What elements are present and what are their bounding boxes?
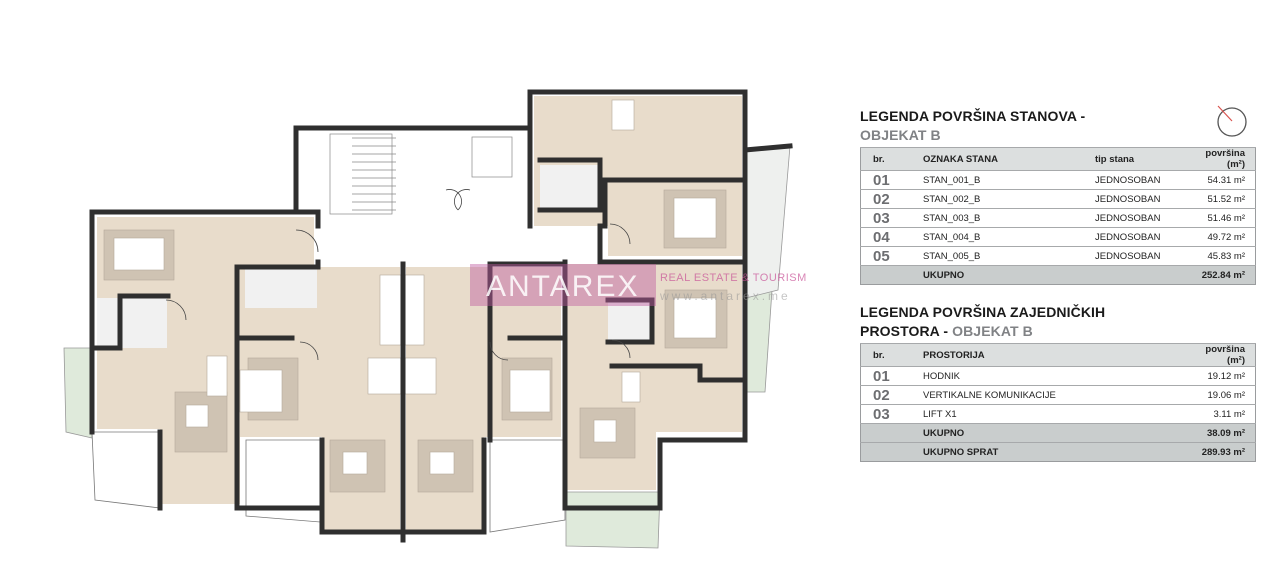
row-name: STAN_001_B bbox=[923, 170, 1095, 190]
row-name: STAN_005_B bbox=[923, 246, 1095, 266]
doors bbox=[165, 189, 631, 361]
row-area: 51.52 m² bbox=[1195, 189, 1256, 209]
floor-total-area: 289.93 m² bbox=[1195, 442, 1256, 462]
header-no: br. bbox=[860, 147, 923, 171]
apartments-legend-subtitle: OBJEKAT B bbox=[860, 127, 941, 143]
header-type: tip stana bbox=[1095, 147, 1195, 171]
watermark-box bbox=[470, 264, 656, 306]
common-legend-title: LEGENDA POVRŠINA ZAJEDNIČKIH PROSTORA - … bbox=[860, 303, 1105, 341]
row-name: STAN_004_B bbox=[923, 227, 1095, 247]
row-no: 01 bbox=[860, 170, 923, 190]
row-no: 04 bbox=[860, 227, 923, 247]
row-type: JEDNOSOBAN bbox=[1095, 189, 1195, 209]
row-area: 45.83 m² bbox=[1195, 246, 1256, 266]
floor-total-label: UKUPNO SPRAT bbox=[923, 442, 1195, 462]
row-name: HODNIK bbox=[923, 366, 1195, 386]
watermark-url: www.antarex.me bbox=[660, 289, 791, 303]
total-area: 38.09 m² bbox=[1195, 423, 1256, 443]
staircase bbox=[329, 133, 513, 215]
row-area: 51.46 m² bbox=[1195, 208, 1256, 228]
row-name: STAN_002_B bbox=[923, 189, 1095, 209]
header-area: površina (m²) bbox=[1195, 343, 1256, 367]
row-no: 03 bbox=[860, 404, 923, 424]
garden-right bbox=[745, 289, 773, 393]
row-no: 03 bbox=[860, 208, 923, 228]
row-type: JEDNOSOBAN bbox=[1095, 227, 1195, 247]
watermark-brand: ANTAREX bbox=[486, 270, 640, 303]
header-area: površina (m²) bbox=[1195, 147, 1256, 171]
garden-left bbox=[63, 347, 93, 439]
north-arrow-icon bbox=[1217, 105, 1247, 137]
row-no: 02 bbox=[860, 189, 923, 209]
row-no: 01 bbox=[860, 366, 923, 386]
common-legend-subtitle: OBJEKAT B bbox=[952, 323, 1033, 339]
row-type: JEDNOSOBAN bbox=[1095, 208, 1195, 228]
total-label: UKUPNO bbox=[923, 423, 1195, 443]
apartments-legend-heading: LEGENDA POVRŠINA STANOVA - bbox=[860, 108, 1086, 124]
common-legend-heading-2: PROSTORA - bbox=[860, 323, 953, 339]
row-no: 02 bbox=[860, 385, 923, 405]
corridor bbox=[318, 226, 608, 264]
garden-bottom-right bbox=[565, 491, 661, 549]
row-area: 3.11 m² bbox=[1195, 404, 1256, 424]
common-legend-heading: LEGENDA POVRŠINA ZAJEDNIČKIH bbox=[860, 304, 1106, 320]
row-area: 49.72 m² bbox=[1195, 227, 1256, 247]
row-no: 05 bbox=[860, 246, 923, 266]
total-row: UKUPNO 252.84 m² bbox=[860, 265, 1256, 285]
wet-rooms bbox=[97, 165, 653, 348]
header-name: OZNAKA STANA bbox=[923, 147, 1095, 171]
furniture bbox=[103, 99, 728, 493]
header-no: br. bbox=[860, 343, 923, 367]
balconies bbox=[91, 431, 566, 533]
total-area: 252.84 m² bbox=[1195, 265, 1256, 285]
watermark-tagline: REAL ESTATE & TOURISM bbox=[660, 272, 807, 284]
row-area: 19.06 m² bbox=[1195, 385, 1256, 405]
header-name: PROSTORIJA bbox=[923, 343, 1195, 367]
row-name: STAN_003_B bbox=[923, 208, 1095, 228]
apartments-table: br. OZNAKA STANA tip stana površina (m²)… bbox=[860, 147, 1256, 285]
table-header: br. PROSTORIJA površina (m²) bbox=[860, 343, 1256, 367]
row-name: LIFT X1 bbox=[923, 404, 1195, 424]
row-area: 19.12 m² bbox=[1195, 366, 1256, 386]
walls bbox=[89, 89, 793, 543]
row-type: JEDNOSOBAN bbox=[1095, 170, 1195, 190]
row-area: 54.31 m² bbox=[1195, 170, 1256, 190]
row-name: VERTIKALNE KOMUNIKACIJE bbox=[923, 385, 1195, 405]
lift bbox=[471, 136, 513, 178]
apartments-legend-title: LEGENDA POVRŠINA STANOVA - OBJEKAT B bbox=[860, 107, 1085, 145]
table-header: br. OZNAKA STANA tip stana površina (m²) bbox=[860, 147, 1256, 171]
row-type: JEDNOSOBAN bbox=[1095, 246, 1195, 266]
total-label: UKUPNO bbox=[923, 265, 1095, 285]
